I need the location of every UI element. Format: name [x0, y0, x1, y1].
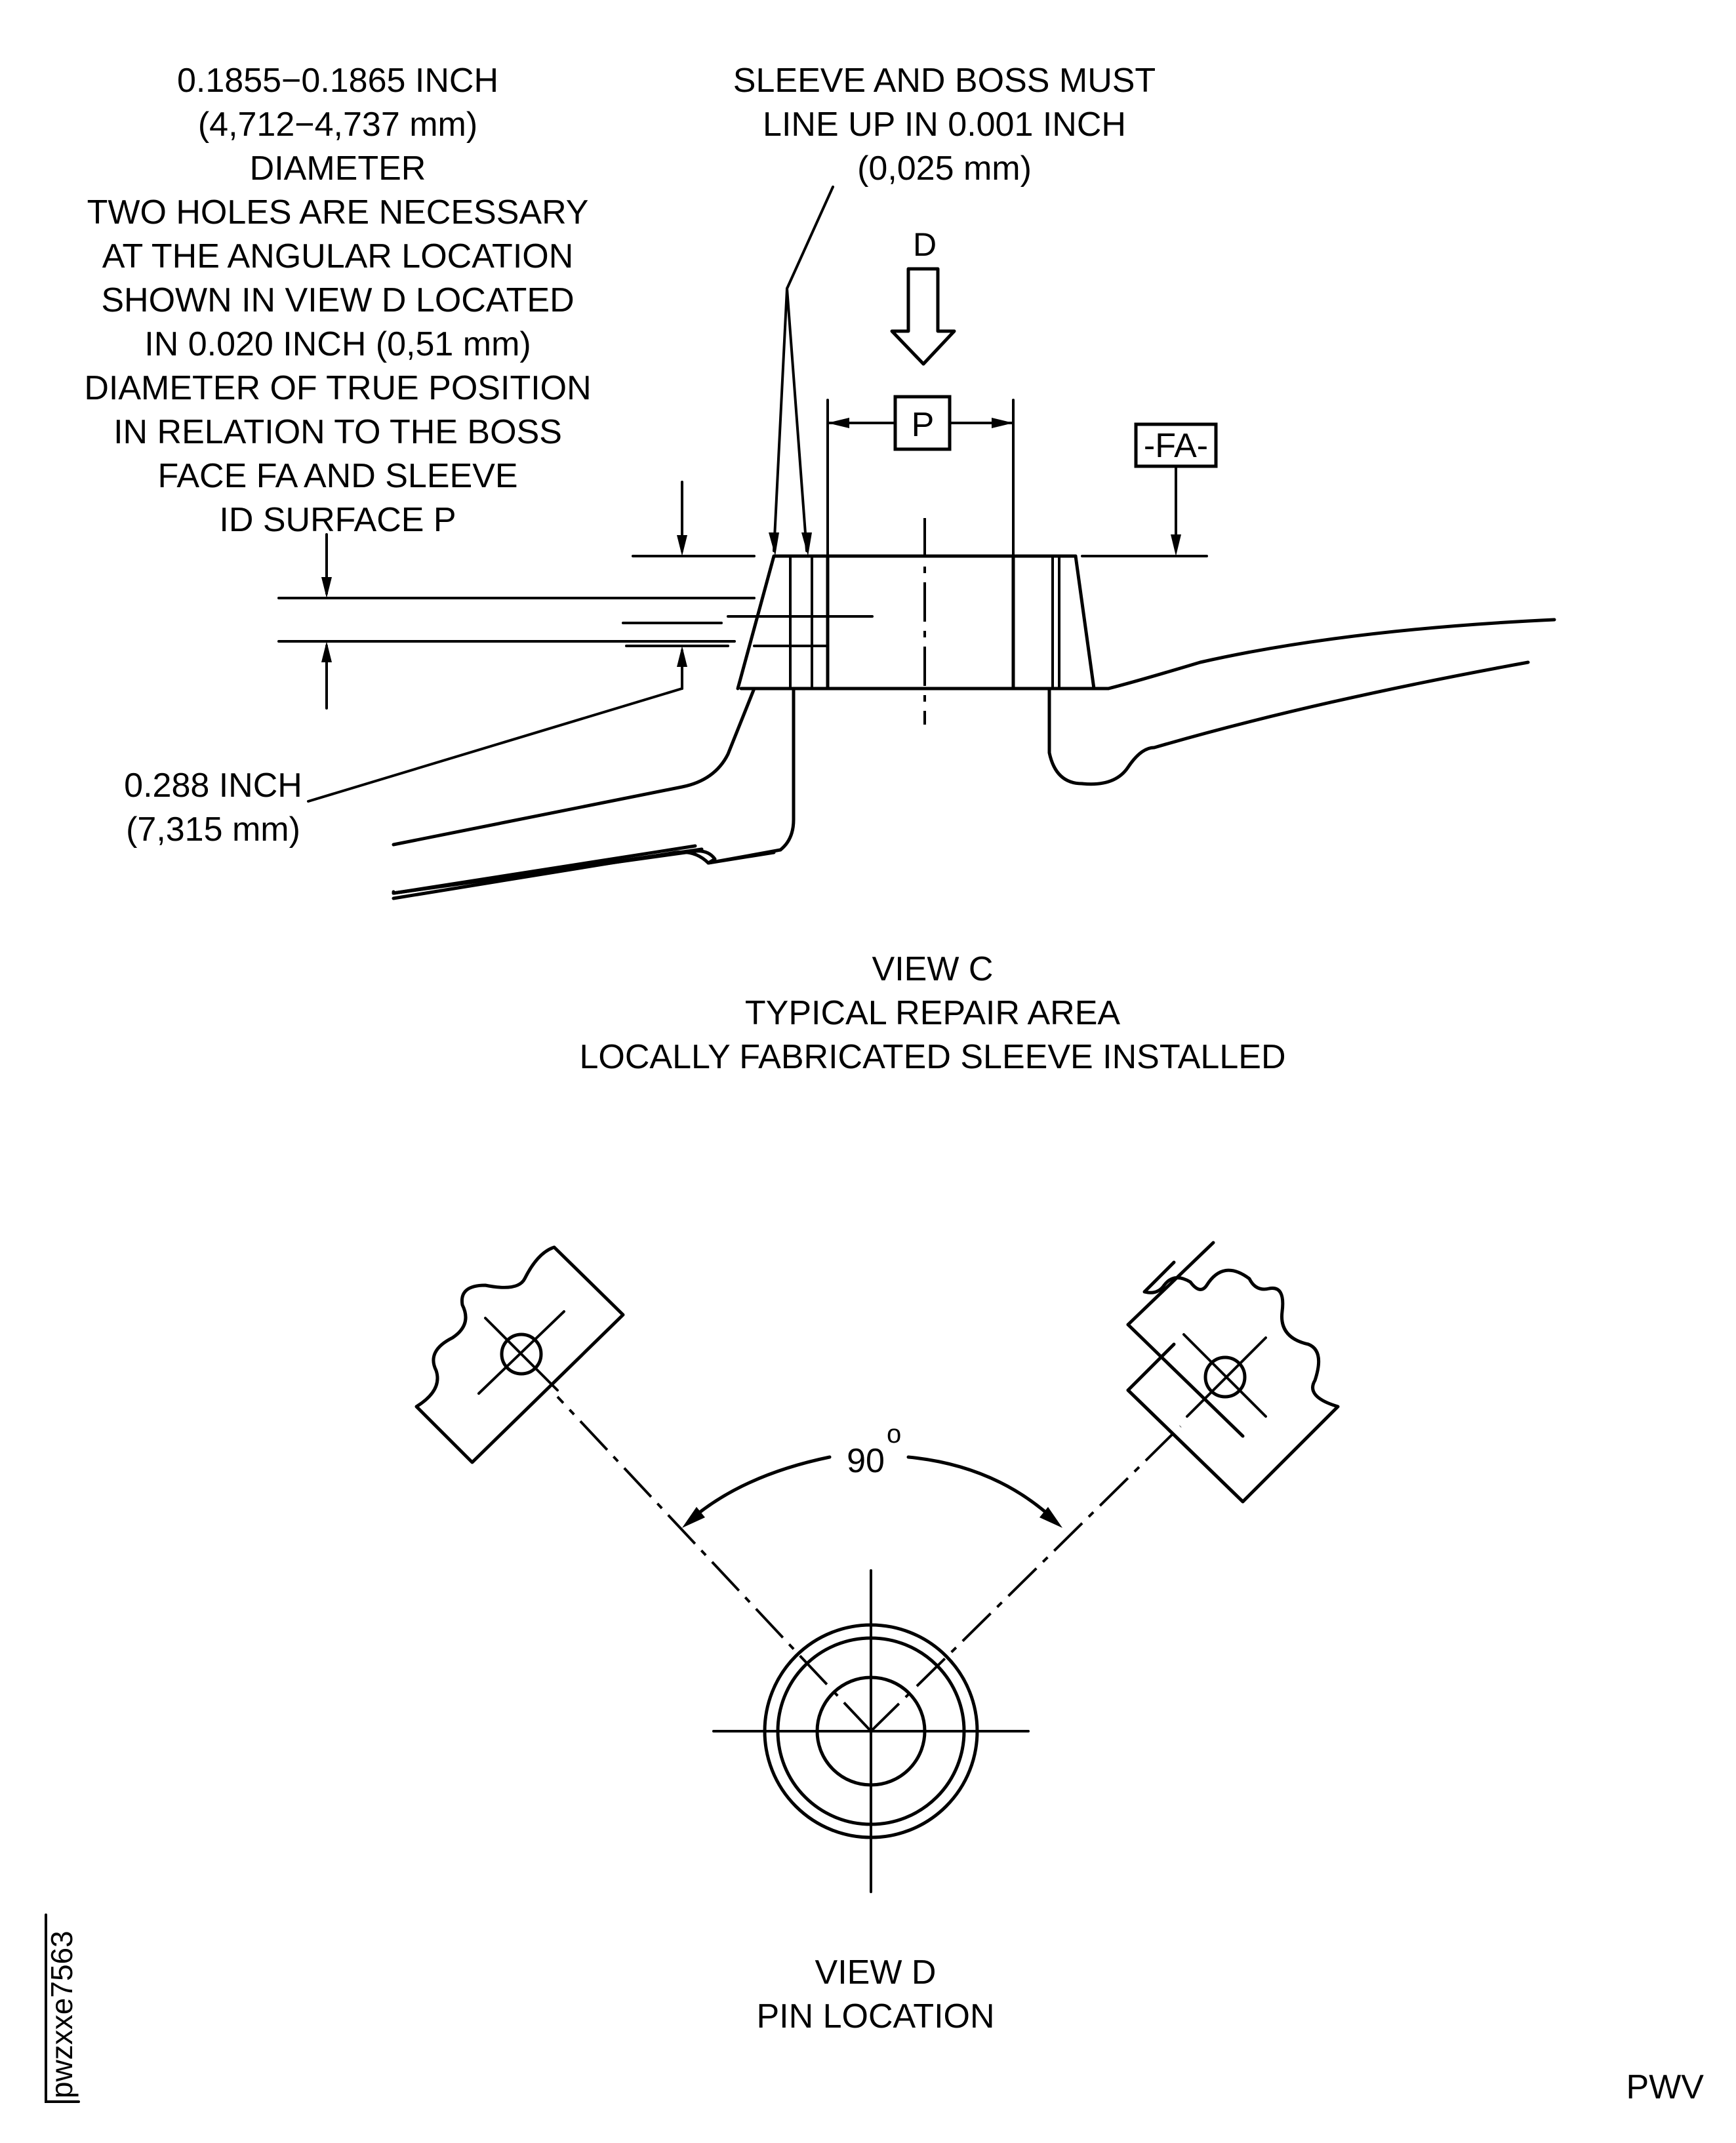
- view-c-caption: VIEW C TYPICAL REPAIR AREA LOCALLY FABRI…: [580, 950, 1286, 1076]
- hole-note: 0.1855−0.1865 INCH (4,712−4,737 mm) DIAM…: [84, 62, 591, 539]
- view-d-arrow-label: D: [913, 226, 937, 263]
- view-d-caption-line-2: PIN LOCATION: [756, 1997, 994, 2035]
- skin-bottom-line: [392, 849, 717, 895]
- alignment-leader-1: [773, 287, 788, 552]
- figure-id: pwzxxe7563: [45, 1931, 79, 2098]
- boss-left-taper: [736, 554, 776, 691]
- position-dim-arrow-bottom-head: [321, 641, 332, 662]
- angle-value: 90: [847, 1442, 885, 1480]
- datum-p-arrow-left: [828, 418, 849, 428]
- hole-note-line-4: TWO HOLES ARE NECESSARY: [87, 193, 589, 231]
- angle-arrow-left: [682, 1507, 705, 1528]
- view-c-caption-line-3: LOCALLY FABRICATED SLEEVE INSTALLED: [580, 1038, 1286, 1076]
- right-pin-block-edge-2: [1126, 1323, 1245, 1504]
- hole-note-line-3: DIAMETER: [250, 150, 426, 188]
- view-c-caption-line-1: VIEW C: [872, 950, 994, 988]
- hole-note-line-8: DIAMETER OF TRUE POSITION: [84, 369, 591, 407]
- angle-arc-right: [906, 1455, 1058, 1523]
- hole-note-line-1: 0.1855−0.1865 INCH: [177, 62, 498, 100]
- boss-right-taper: [1074, 554, 1096, 691]
- left-pin-cross-2: [484, 1317, 559, 1392]
- alignment-leader-2-head: [801, 532, 812, 556]
- skin-lower-curve: [706, 851, 776, 865]
- position-dim-arrow-top-head: [321, 577, 332, 598]
- hole-note-line-9: IN RELATION TO THE BOSS: [113, 413, 562, 451]
- view-c-caption-line-2: TYPICAL REPAIR AREA: [745, 994, 1120, 1032]
- corner-mark: PWV: [1626, 2068, 1705, 2106]
- datum-p-arrow-right: [992, 418, 1013, 428]
- left-pin-hole: [500, 1332, 543, 1376]
- right-radial-line: [870, 1425, 1182, 1732]
- left-radial-line: [556, 1395, 872, 1732]
- alignment-leader-main: [786, 186, 834, 290]
- view-c-drawing: [277, 186, 1556, 900]
- angle-arc-left: [687, 1455, 832, 1523]
- hole-note-line-11: ID SURFACE P: [219, 501, 456, 539]
- view-d-arrow: [890, 267, 956, 366]
- right-pin-cross-1: [1182, 1333, 1267, 1418]
- alignment-leader-2: [786, 287, 808, 552]
- datum-p-box: [893, 395, 952, 451]
- datum-fa-arrow: [1171, 534, 1181, 556]
- view-d-caption: VIEW D PIN LOCATION: [756, 1953, 994, 2035]
- alignment-note-line-1: SLEEVE AND BOSS MUST: [733, 62, 1156, 100]
- left-pin-block: [414, 1245, 625, 1464]
- right-pin-hole: [1203, 1355, 1247, 1399]
- datum-p-label: P: [912, 406, 935, 444]
- hole-note-line-6: SHOWN IN VIEW D LOCATED: [101, 281, 574, 319]
- depth-dim-arrow-top-head: [677, 535, 687, 556]
- flange-top-line: [392, 618, 1556, 847]
- depth-note-leader: [307, 687, 683, 803]
- alignment-note-line-3: (0,025 mm): [857, 150, 1032, 188]
- depth-note-line-2: (7,315 mm): [126, 811, 300, 849]
- alignment-note: SLEEVE AND BOSS MUST LINE UP IN 0.001 IN…: [733, 62, 1156, 188]
- depth-note-line-1: 0.288 INCH: [124, 767, 302, 805]
- angle-arrow-right: [1040, 1507, 1062, 1528]
- angle-unit: o: [887, 1420, 901, 1449]
- right-pin-block-edge: [1126, 1241, 1215, 1327]
- depth-note: 0.288 INCH (7,315 mm): [124, 767, 302, 849]
- hole-note-line-2: (4,712−4,737 mm): [198, 106, 477, 144]
- hole-note-line-5: AT THE ANGULAR LOCATION: [102, 237, 574, 275]
- figure-id-bracket: [45, 1913, 80, 2103]
- figure-id-group: pwzxxe7563: [45, 1913, 80, 2103]
- right-pin-cross-2: [1186, 1336, 1267, 1418]
- datum-fa-label: -FA-: [1144, 427, 1208, 465]
- alignment-leader-1-head: [769, 532, 779, 556]
- view-d-drawing: [414, 1241, 1340, 1893]
- view-d-caption-line-1: VIEW D: [815, 1953, 937, 1992]
- hole-note-line-10: FACE FA AND SLEEVE: [157, 457, 517, 495]
- depth-dim-arrow-bottom-head: [677, 646, 687, 667]
- hole-note-line-7: IN 0.020 INCH (0,51 mm): [144, 325, 531, 363]
- alignment-note-line-2: LINE UP IN 0.001 INCH: [763, 106, 1126, 144]
- flange-right-lower: [1047, 660, 1530, 786]
